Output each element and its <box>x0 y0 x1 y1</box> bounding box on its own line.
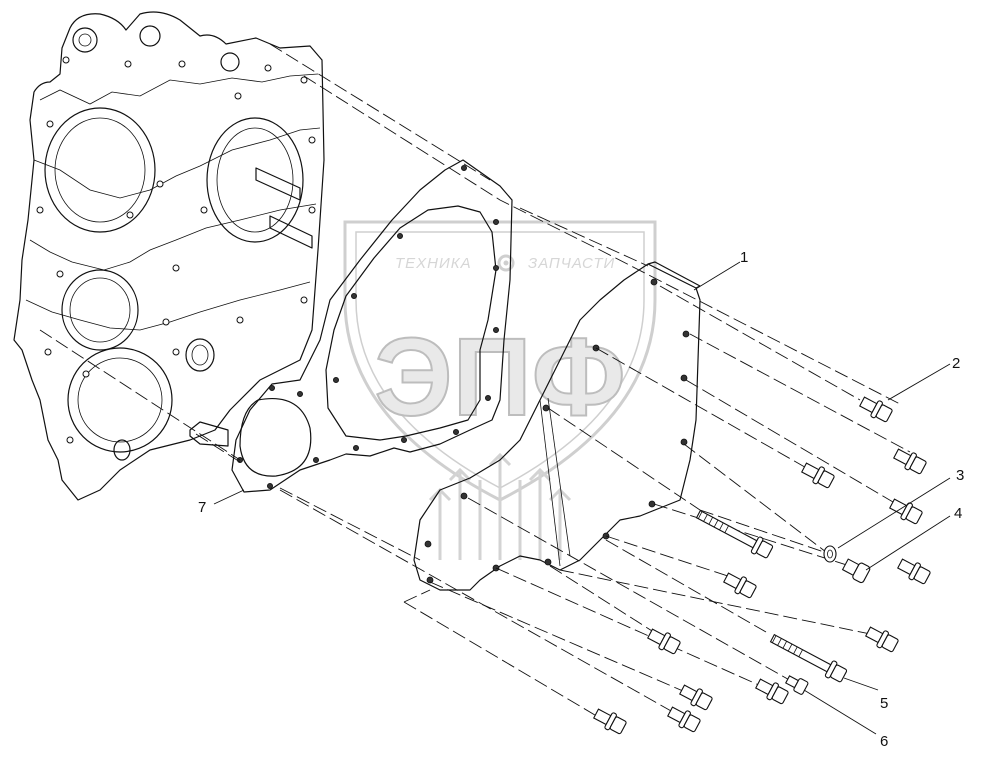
leader-3 <box>837 477 951 549</box>
long-bolt-upper <box>695 509 774 559</box>
callout-1: 1 <box>740 249 748 266</box>
housing-bore-lower <box>67 347 173 453</box>
leader-2 <box>887 363 951 401</box>
flange-bolt-c <box>801 462 835 489</box>
flange-bolt-d <box>889 498 923 525</box>
leader-7 <box>213 489 245 505</box>
leader-5 <box>843 677 879 691</box>
housing-lug <box>189 421 229 447</box>
callout-2: 2 <box>952 355 960 372</box>
flange-bolt-k <box>667 706 701 733</box>
callout-6: 6 <box>880 733 888 750</box>
cover-plate-holes <box>424 278 690 584</box>
gasket-inner-opening <box>325 205 497 441</box>
assembly-lines <box>39 43 911 719</box>
timing-housing <box>13 11 325 501</box>
watermark-big-text: ЭПФ <box>374 316 625 439</box>
flange-bolt-i <box>679 684 713 711</box>
gasket-round-opening <box>239 398 312 477</box>
gear-icon <box>497 254 515 272</box>
housing-bore-middle <box>61 269 139 351</box>
washer <box>823 545 837 563</box>
flange-bolt-e <box>897 558 931 585</box>
housing-bore-upper <box>44 107 156 233</box>
callout-7: 7 <box>198 499 206 516</box>
gasket <box>231 159 513 493</box>
long-bolt-lower <box>769 633 848 683</box>
housing-bore-right <box>206 117 304 243</box>
leader-4 <box>865 515 951 571</box>
flange-bolt-j <box>755 678 789 705</box>
flange-bolt-a <box>859 396 893 423</box>
gasket-holes <box>236 164 499 489</box>
callout-3: 3 <box>956 467 964 484</box>
flange-bolt-l <box>593 708 627 735</box>
leader-6 <box>803 689 877 735</box>
housing-bore-small <box>185 338 215 372</box>
flange-bolt-f <box>723 572 757 599</box>
flange-bolt-g <box>865 626 899 653</box>
housing-bolt-holes <box>36 56 316 444</box>
callout-4: 4 <box>954 505 962 522</box>
plug-bolt <box>841 558 871 584</box>
callout-5: 5 <box>880 695 888 712</box>
callouts: 1 2 3 4 5 6 7 <box>198 249 964 750</box>
watermark-top-left-text: ТЕХНИКА <box>395 255 472 272</box>
leader-1 <box>693 261 741 291</box>
flange-bolt-b <box>893 448 927 475</box>
flange-bolt-h <box>647 628 681 655</box>
gasket-outline <box>231 159 513 493</box>
watermark: ТЕХНИКА ЗАПЧАСТИ ЭПФ <box>343 220 657 560</box>
watermark-top-right-text: ЗАПЧАСТИ <box>528 255 615 272</box>
cover-plate <box>413 261 701 591</box>
